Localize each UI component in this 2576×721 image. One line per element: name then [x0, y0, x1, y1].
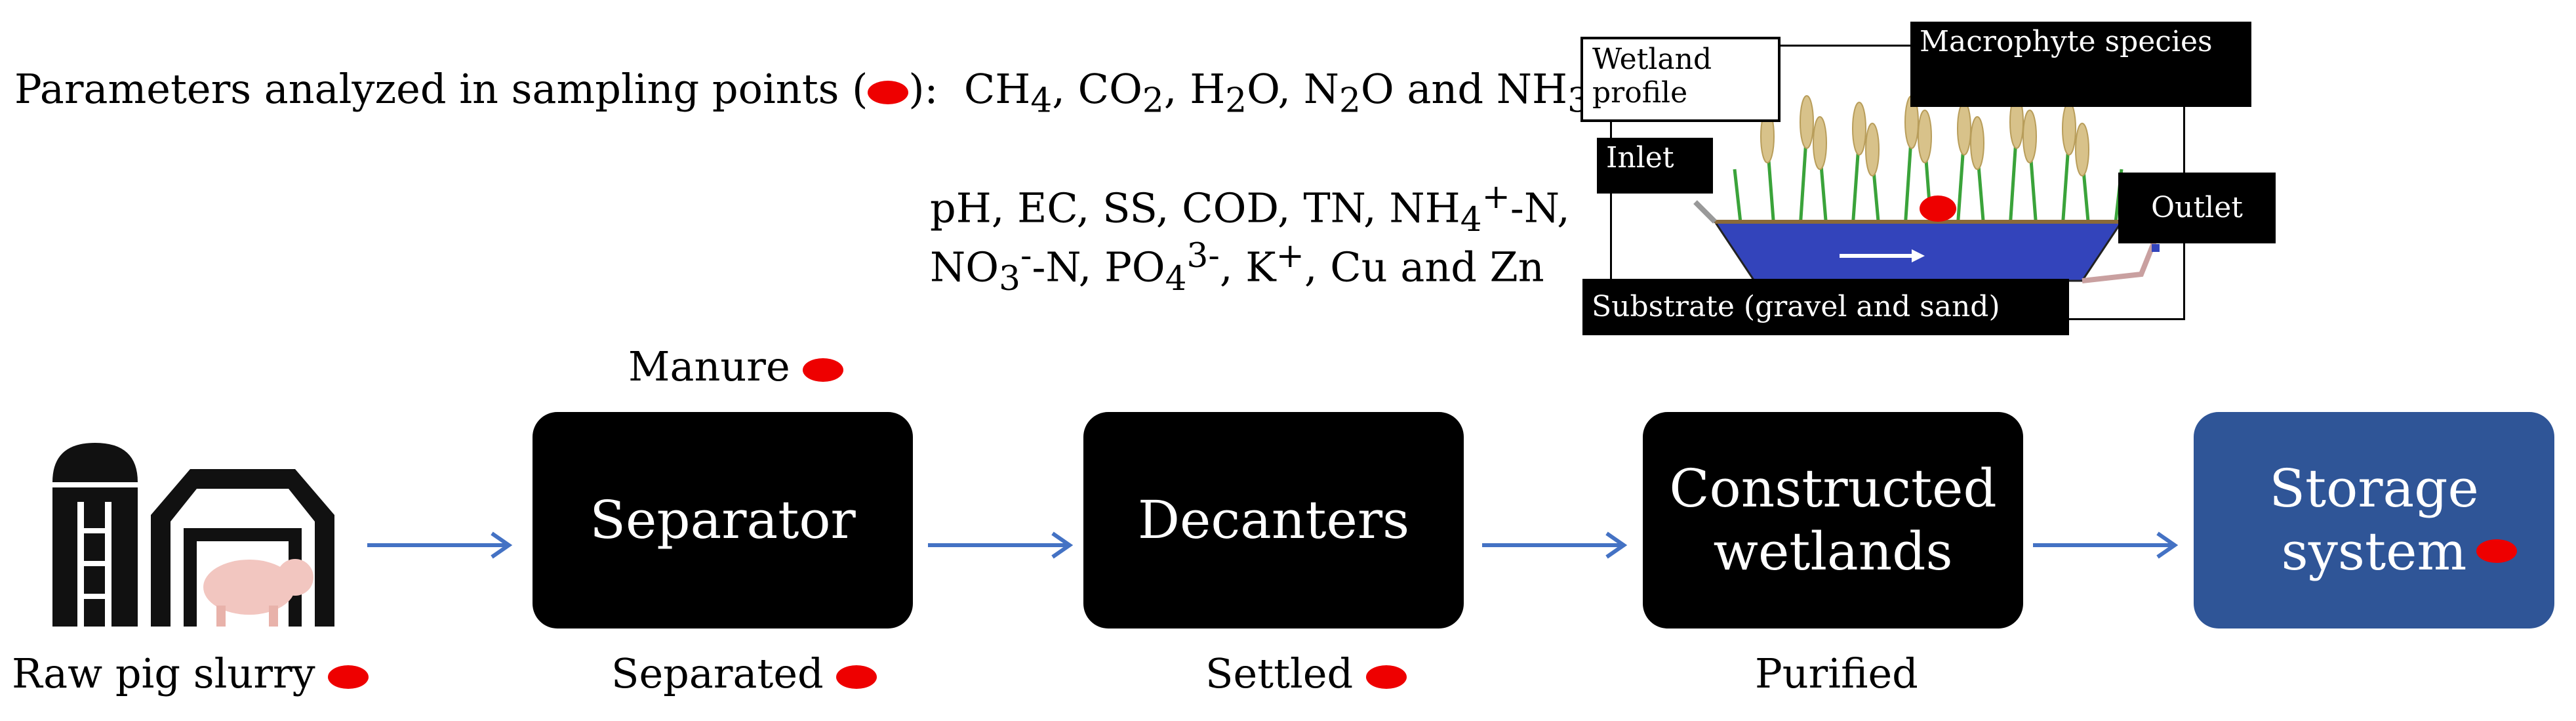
- storage-system-box: Storage system: [2194, 412, 2554, 628]
- macrophyte-label: Macrophyte species: [1910, 22, 2251, 107]
- raw-pig-slurry-label: Raw pig slurry: [12, 649, 369, 697]
- water-parameters-line1: pH, EC, SS, COD, TN, NH4+-N,: [930, 177, 1570, 240]
- separated-label: Separated: [611, 649, 877, 697]
- settled-label: Settled: [1205, 649, 1407, 697]
- inlet-label: Inlet: [1597, 138, 1713, 194]
- flow-arrow-4: [2033, 531, 2179, 559]
- constructed-wetlands-box: Constructed wetlands: [1643, 412, 2023, 628]
- decanters-box: Decanters: [1083, 412, 1464, 628]
- manure-label: Manure: [628, 342, 844, 390]
- raw-slurry-sampling-dot: [328, 665, 369, 689]
- flow-arrow-2: [928, 531, 1074, 559]
- settled-sampling-dot: [1365, 665, 1407, 689]
- wetland-illustration: [1693, 95, 2160, 283]
- water-parameters-line2: NO3--N, PO43-, K+, Cu and Zn: [930, 236, 1544, 299]
- manure-sampling-dot: [803, 358, 844, 382]
- flow-arrow-3: [1482, 531, 1628, 559]
- sampling-point-legend-dot: [868, 80, 909, 104]
- wetland-profile-label: Wetland profile: [1580, 37, 1781, 122]
- separator-box: Separator: [533, 412, 913, 628]
- purified-label: Purified: [1755, 649, 1918, 697]
- separated-sampling-dot: [836, 665, 877, 689]
- gas-list: CH4, CO2, H2O, N2O and NH3: [963, 65, 1589, 121]
- gas-parameters: Parameters analyzed in sampling points (…: [14, 65, 1589, 121]
- pig-farm-icon: [52, 443, 334, 627]
- outlet-label: Outlet: [2118, 173, 2276, 243]
- storage-sampling-dot: [2476, 539, 2517, 563]
- substrate-label: Substrate (gravel and sand): [1582, 279, 2069, 335]
- flow-arrow-1: [367, 531, 513, 559]
